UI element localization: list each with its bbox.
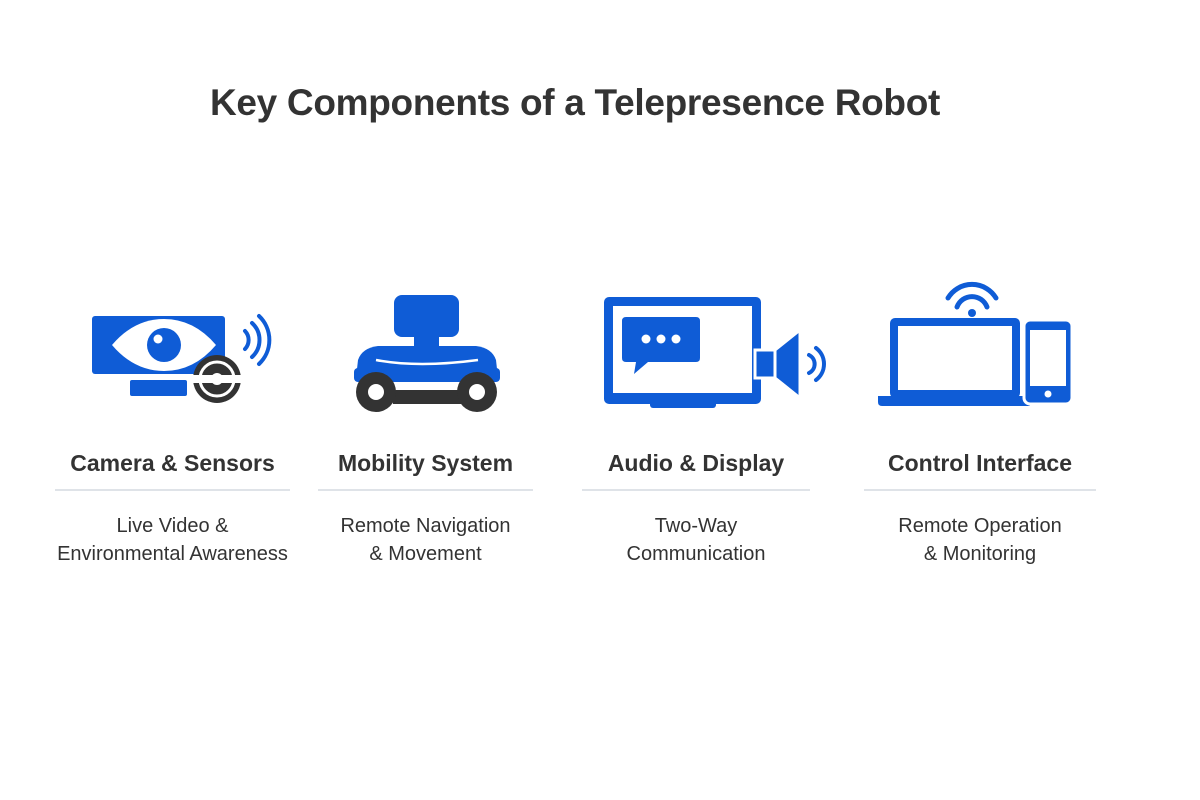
component-title: Camera & Sensors [70, 450, 275, 476]
component-description: Live Video & Environmental Awareness [55, 512, 290, 568]
component-description: Two-Way Communication [582, 512, 810, 568]
page-title: Key Components of a Telepresence Robot [209, 82, 941, 123]
robot-base-wheels-icon [354, 295, 500, 412]
component-description-line: Environmental Awareness [57, 543, 288, 565]
component-description: Remote Navigation & Movement [318, 512, 533, 568]
component-title: Mobility System [337, 450, 514, 476]
component-title: Control Interface [887, 450, 1073, 476]
laptop-phone-wifi-icon [878, 281, 1074, 406]
component-description-line: Live Video & [116, 515, 229, 537]
monitor-speaker-icon [604, 297, 826, 408]
component-card-control-interface: Control Interface Remote Operation & Mon… [864, 280, 1096, 580]
component-title: Audio & Display [607, 450, 785, 476]
component-description-line: & Monitoring [923, 543, 1037, 565]
card-divider [582, 489, 810, 491]
component-description-line: & Movement [369, 543, 482, 565]
component-card-audio-display: Audio & Display Two-Way Communication [582, 280, 826, 580]
component-description-line: Two-Way [654, 515, 738, 537]
component-card-camera-sensors: Camera & Sensors Live Video & Environmen… [55, 280, 290, 580]
camera-eye-sensor-icon [92, 314, 272, 403]
component-description-line: Communication [626, 543, 766, 565]
component-description: Remote Operation & Monitoring [864, 512, 1096, 568]
component-description-line: Remote Operation [898, 515, 1062, 537]
card-divider [55, 489, 290, 491]
card-divider [318, 489, 533, 491]
component-card-mobility-system: Mobility System Remote Navigation & Move… [318, 280, 533, 580]
component-description-line: Remote Navigation [340, 515, 511, 537]
card-divider [864, 489, 1096, 491]
